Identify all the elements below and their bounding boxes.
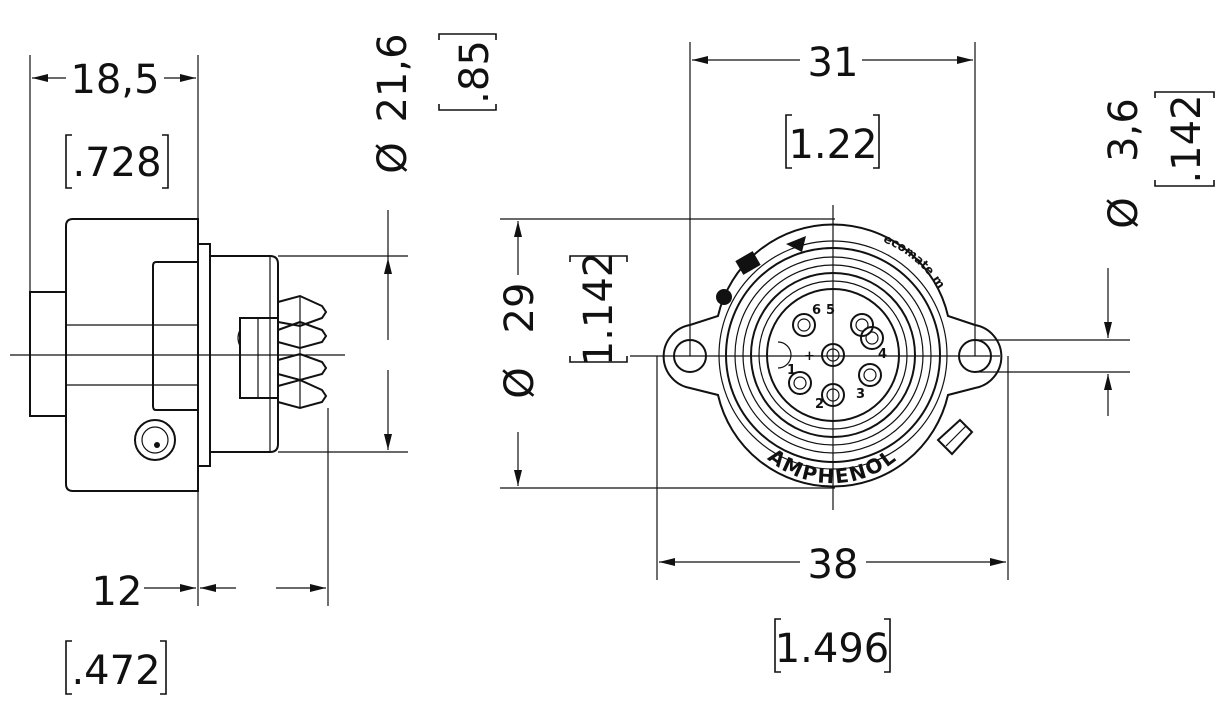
dim-hole-spacing-mm: 31 — [808, 40, 859, 86]
dim-diameter-symbol: Ø — [370, 142, 416, 173]
dim-hole-diameter-symbol: Ø — [1101, 197, 1147, 228]
dim-hole-diameter-in: .142 — [1164, 94, 1210, 183]
dim-width-in: .728 — [72, 140, 161, 186]
pin-label-6: 6 — [812, 303, 821, 318]
latch-button — [936, 418, 974, 456]
dim-body-diameter-in: 1.142 — [576, 252, 622, 367]
dim-hole-diameter-mm: 3,6 — [1101, 98, 1147, 162]
dim-pin-length-in: .472 — [71, 648, 160, 694]
rear-stub — [29, 291, 67, 417]
dim-width-mm: 18,5 — [70, 57, 159, 103]
ring-text: ecomate m — [882, 232, 948, 291]
pin-label-5: 5 — [826, 303, 835, 318]
contact-pins — [788, 313, 884, 407]
front-view: 1 2 3 4 5 6 + AMPHENOL ecomate m 31 1.22 — [497, 40, 1215, 673]
pin-label-ground: + — [804, 349, 815, 364]
nose — [210, 255, 279, 453]
pin-cups — [237, 294, 328, 410]
dim-body-diameter-mm: 29 — [497, 283, 543, 334]
approval-marks — [716, 236, 806, 305]
dim-flange-width-mm: 38 — [808, 542, 859, 588]
pin-label-2: 2 — [815, 397, 824, 412]
dim-diameter-in: .85 — [452, 40, 498, 104]
screw-head — [134, 419, 176, 461]
dim-flange-width-in: 1.496 — [775, 626, 890, 672]
pin-label-4: 4 — [878, 347, 887, 362]
pin-label-3: 3 — [856, 387, 865, 402]
housing-recess — [152, 261, 198, 411]
flange-outline — [662, 223, 1003, 488]
dim-body-diameter-symbol: Ø — [497, 367, 543, 398]
dim-pin-length-mm: 12 — [92, 569, 143, 615]
pin-label-1: 1 — [787, 363, 796, 378]
dim-diameter-mm: 21,6 — [370, 33, 416, 122]
side-view: 18,5 .728 12 .472 21,6 Ø .85 — [10, 33, 498, 695]
dim-hole-spacing-in: 1.22 — [788, 122, 877, 168]
